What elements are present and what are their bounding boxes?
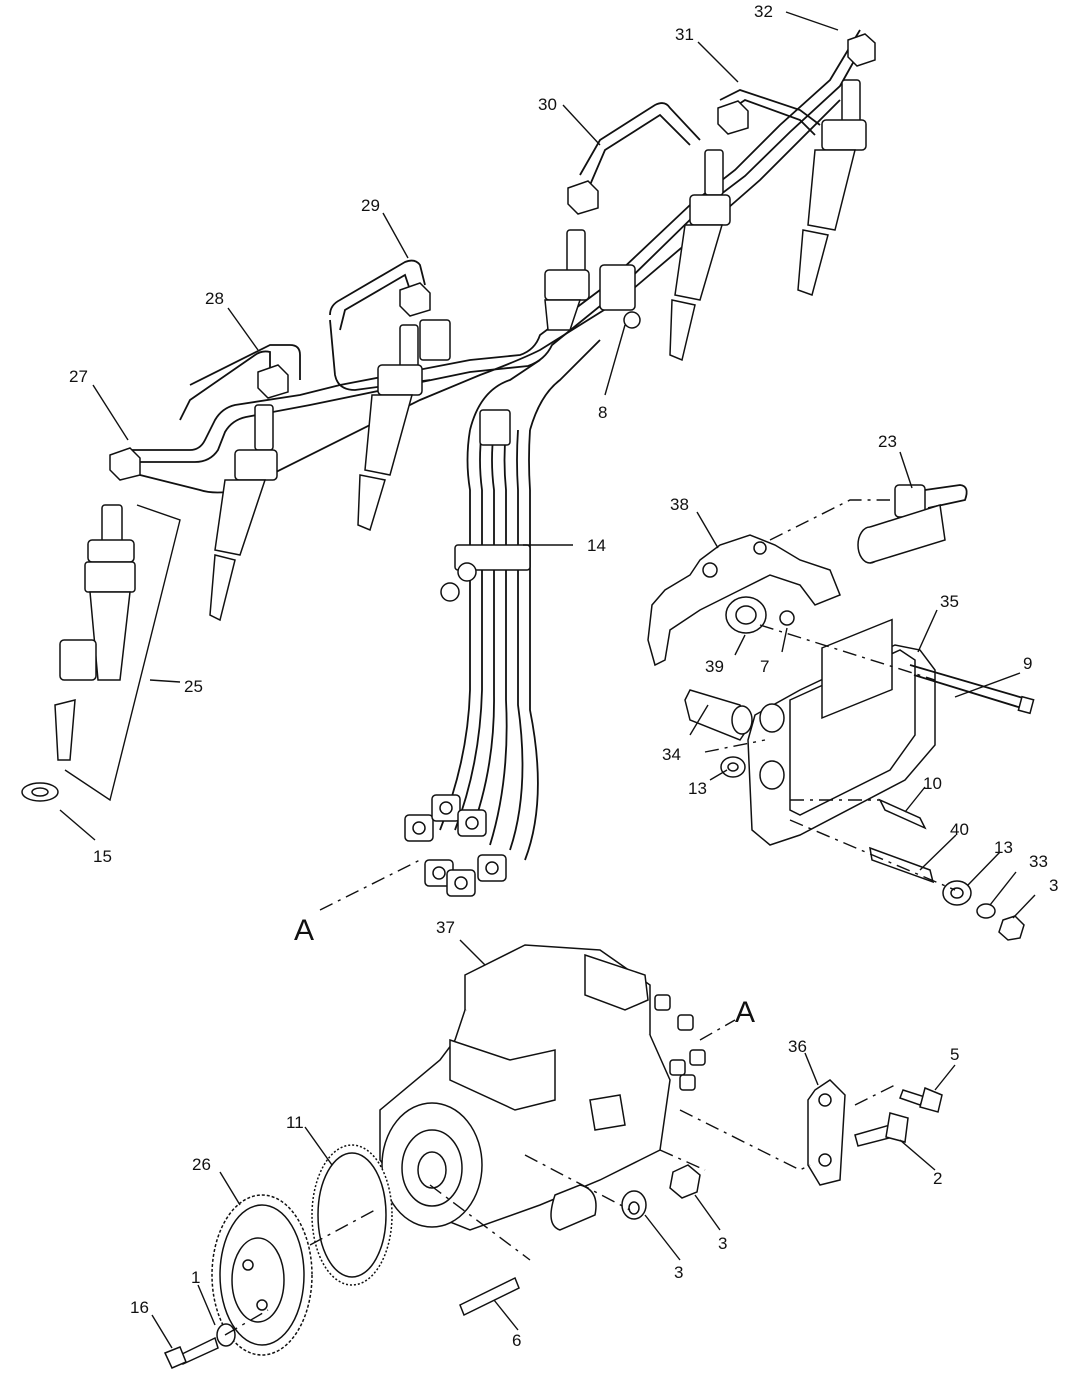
- callout-25: 25: [184, 677, 203, 696]
- callout-11: 11: [286, 1113, 304, 1132]
- callout-3c: 3: [674, 1263, 683, 1282]
- fuel-injection-lines: [109, 29, 876, 897]
- callout-38: 38: [670, 495, 689, 514]
- alignment-lines: [224, 499, 956, 1336]
- callout-10: 10: [923, 774, 942, 793]
- callout-23: 23: [878, 432, 897, 451]
- callout-34: 34: [662, 745, 681, 764]
- callout-36: 36: [788, 1037, 807, 1056]
- leader-lines: [59, 11, 1036, 1349]
- callout-3b: 3: [718, 1234, 727, 1253]
- callout-27: 27: [69, 367, 88, 386]
- callout-5: 5: [950, 1045, 959, 1064]
- callout-39: 39: [705, 657, 724, 676]
- callout-7: 7: [760, 657, 769, 676]
- callout-9: 9: [1023, 654, 1032, 673]
- callout-26: 26: [192, 1155, 211, 1174]
- callout-15: 15: [93, 847, 112, 866]
- control-module-assembly: [647, 484, 1035, 941]
- callout-8: 8: [598, 403, 607, 422]
- callout-37: 37: [436, 918, 455, 937]
- view-ref-a-lower: A: [735, 996, 755, 1029]
- callout-31: 31: [675, 25, 694, 44]
- callout-33: 33: [1029, 852, 1048, 871]
- view-ref-a-upper: A: [294, 914, 314, 947]
- callout-6: 6: [512, 1331, 521, 1350]
- callout-1: 1: [191, 1268, 200, 1287]
- callout-14: 14: [587, 536, 606, 555]
- callout-13a: 13: [688, 779, 707, 798]
- callout-28: 28: [205, 289, 224, 308]
- fuel-injectors: [21, 79, 867, 802]
- callout-35: 35: [940, 592, 959, 611]
- pump-hardware: [163, 1079, 943, 1369]
- callout-40: 40: [950, 820, 969, 839]
- callout-3a: 3: [1049, 876, 1058, 895]
- callout-16: 16: [130, 1298, 149, 1317]
- callout-2: 2: [933, 1169, 942, 1188]
- callout-29: 29: [361, 196, 380, 215]
- callout-30: 30: [538, 95, 557, 114]
- callout-13b: 13: [994, 838, 1013, 857]
- callout-32: 32: [754, 2, 773, 21]
- callout-labels: 32 31 30 29 28 27 8 14 23 38 35 39 7 9 3…: [69, 2, 1058, 1350]
- injection-pump: [379, 944, 706, 1231]
